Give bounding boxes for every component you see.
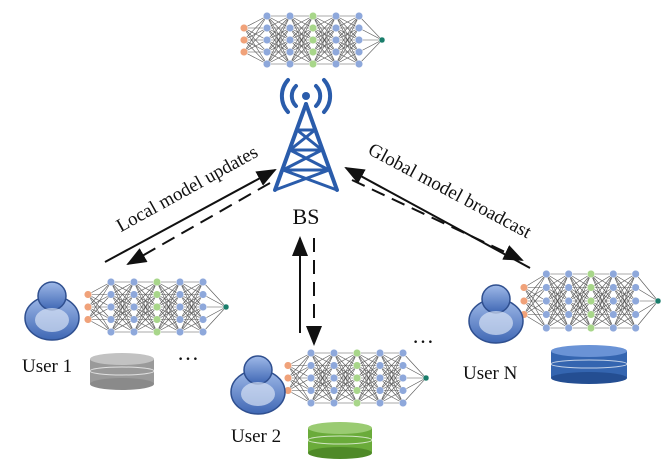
- base-station-tower-icon: [273, 78, 339, 192]
- user1-label: User 1: [22, 356, 72, 377]
- user1-database-icon: [89, 353, 155, 390]
- local-update-arrow: [104, 169, 277, 263]
- local-download-arrow: [126, 182, 271, 265]
- user2-label: User 2: [231, 426, 281, 447]
- user-ellipsis-right: …: [412, 323, 434, 348]
- bs-label: BS: [293, 204, 320, 229]
- global-upload-arrow: [344, 167, 531, 269]
- userN-database-icon: [550, 345, 628, 384]
- global-model-network-icon: [239, 11, 386, 69]
- user-ellipsis-left: …: [177, 340, 199, 365]
- userN-avatar-icon: [468, 284, 524, 344]
- user2-avatar-icon: [230, 355, 286, 415]
- user1-model-network-icon: [83, 277, 230, 337]
- user2-model-network-icon: [283, 348, 430, 408]
- userN-label: User N: [463, 363, 518, 384]
- user1-avatar-icon: [24, 281, 80, 341]
- user2-database-icon: [307, 422, 373, 459]
- global-broadcast-arrow: [351, 179, 524, 261]
- userN-model-network-icon: [519, 269, 662, 333]
